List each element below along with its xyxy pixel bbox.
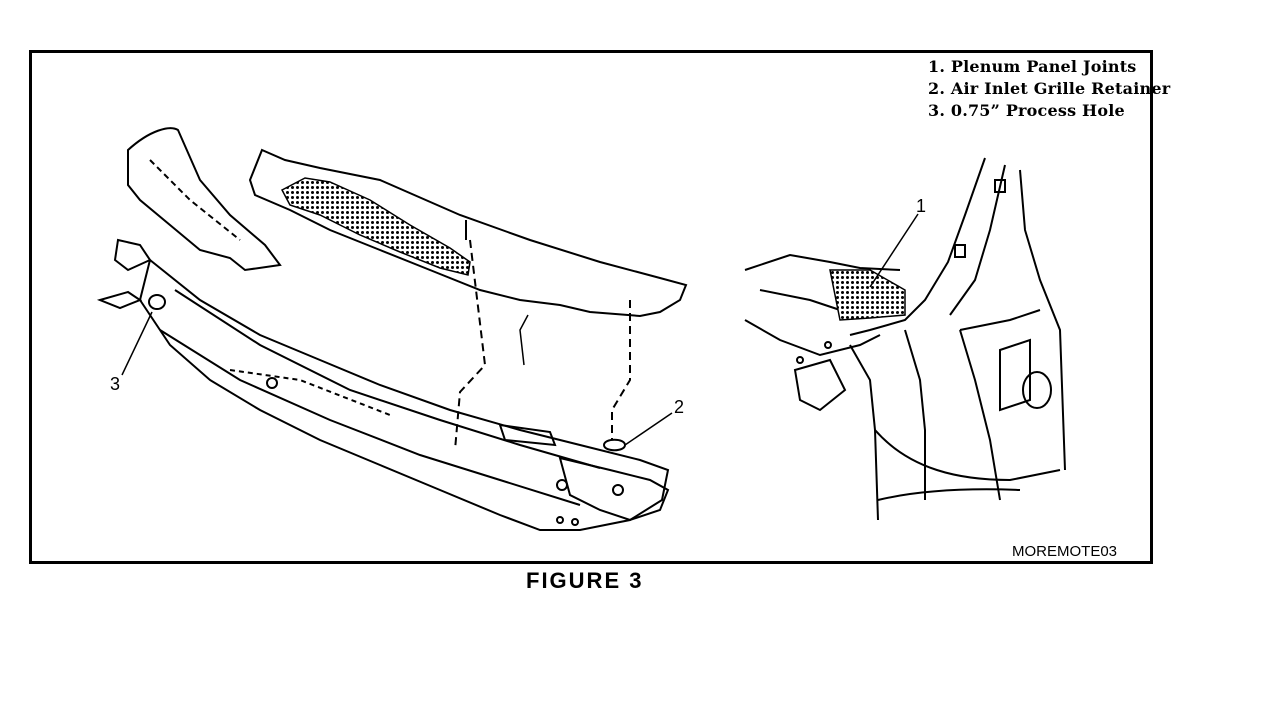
- callout-2: 2: [674, 397, 685, 417]
- plenum-joint-detail-drawing: [744, 157, 1066, 521]
- callout-1: 1: [916, 196, 927, 216]
- figure-code: MOREMOTE03: [1012, 543, 1118, 560]
- figure-frame: [29, 50, 1153, 564]
- figure-caption: FIGURE 3: [526, 568, 644, 593]
- callout-3: 3: [110, 374, 121, 394]
- legend-item-process-hole: 3. 0.75” Process Hole: [928, 101, 1125, 120]
- legend: 1. Plenum Panel Joints 2. Air Inlet Gril…: [928, 56, 1170, 122]
- legend-item-air-inlet-grille-retainer: 2. Air Inlet Grille Retainer: [928, 79, 1171, 98]
- legend-item-plenum-panel-joints: 1. Plenum Panel Joints: [928, 57, 1137, 76]
- cowl-assembly-drawing: [96, 127, 688, 531]
